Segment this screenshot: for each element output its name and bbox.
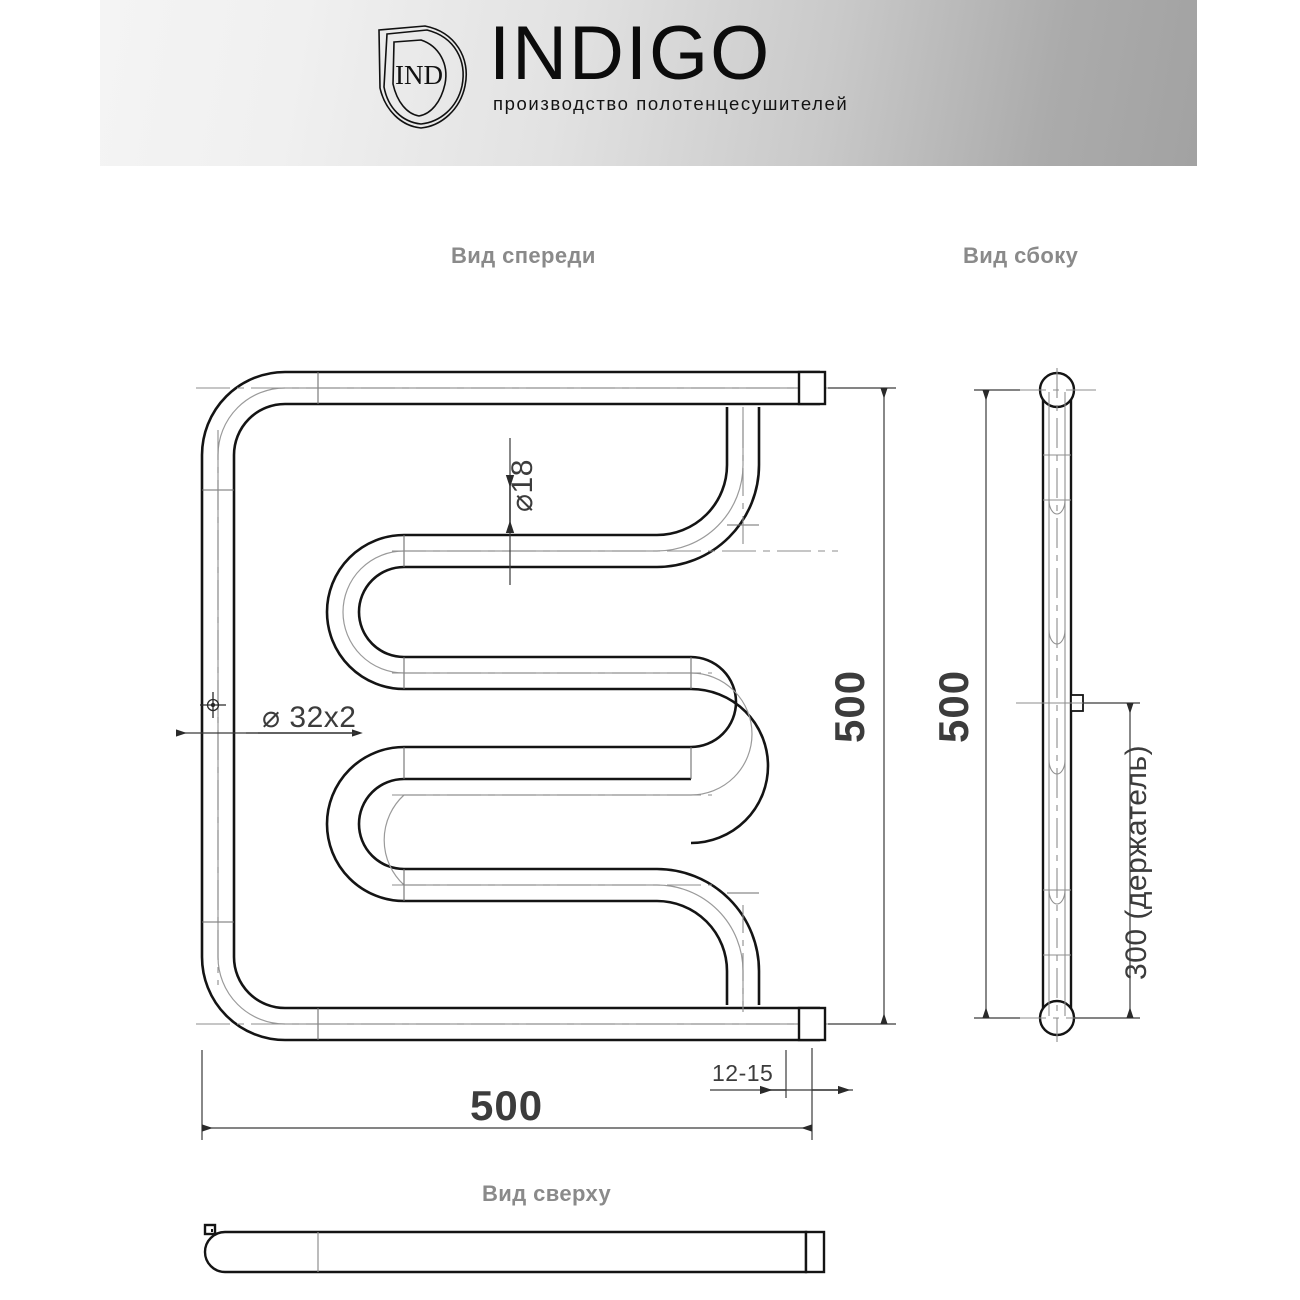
indigo-shield-icon: IND	[378, 25, 467, 129]
dim-label-outer-diameter: ⌀ 32x2	[262, 701, 357, 734]
side-view-pipe-thin	[1043, 392, 1071, 1016]
front-view-end-caps	[797, 370, 827, 1042]
brand-banner: IND INDIGO производство полотенцесушител…	[100, 0, 1197, 166]
dim-label-side-height: 500	[930, 669, 977, 743]
dim-label-front-height: 500	[826, 669, 873, 743]
caption-side-view: Вид сбоку	[963, 243, 1079, 268]
dim-front-height	[828, 387, 896, 1025]
brand-name: INDIGO	[489, 11, 772, 96]
dim-label-inner-diameter: ⌀18	[506, 459, 539, 512]
logo: IND INDIGO производство полотенцесушител…	[363, 11, 849, 134]
dim-front-width	[201, 1048, 813, 1140]
front-view-pipe-outer	[200, 370, 820, 1042]
side-view-centerline	[1016, 368, 1098, 1042]
front-view-pipe-serpentine	[325, 407, 770, 1005]
dim-label-holder: 300 (держатель)	[1120, 744, 1153, 980]
mounting-bracket-mark	[200, 692, 226, 718]
brand-tagline: производство полотенцесушителей	[493, 93, 849, 115]
front-view-centerlines	[196, 387, 838, 1025]
top-view-profile	[203, 1223, 826, 1274]
dim-label-wall-gap: 12-15	[712, 1060, 774, 1086]
dim-label-front-width: 500	[470, 1082, 544, 1129]
caption-top-view: Вид сверху	[482, 1181, 612, 1206]
dim-wall-gap	[710, 1050, 853, 1098]
dim-side-height	[974, 389, 1020, 1019]
logo-monogram-text: IND	[395, 60, 443, 90]
logo-text-block: INDIGO производство полотенцесушителей	[489, 11, 849, 115]
caption-front-view: Вид спереди	[451, 243, 596, 268]
dim-holder-height	[1075, 702, 1140, 1019]
